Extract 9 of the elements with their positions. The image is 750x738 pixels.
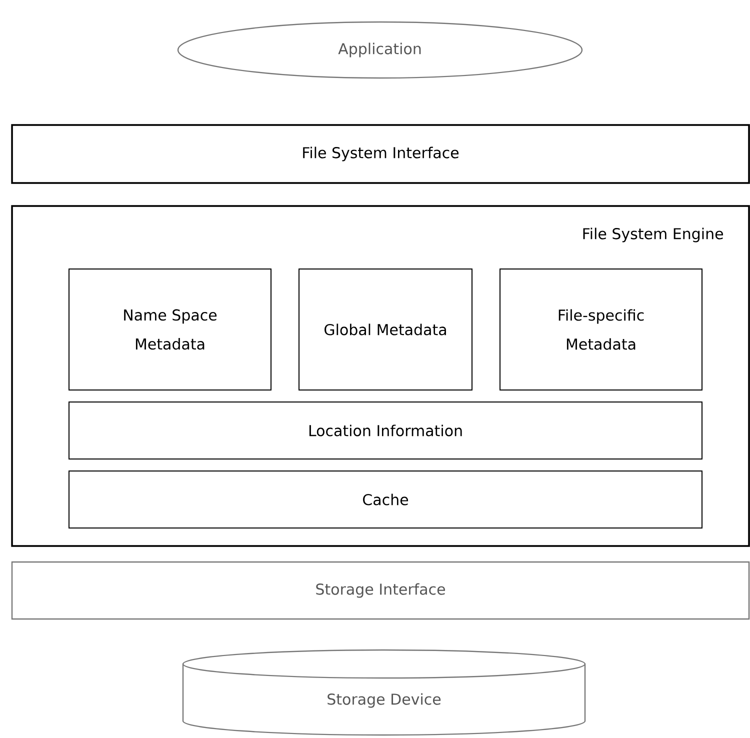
box: Global Metadata [298, 268, 472, 390]
box: File System Interface [11, 124, 750, 184]
box: Name Space Metadata [68, 268, 272, 390]
box: Storage Interface [11, 561, 750, 620]
box: File-specific Metadata [500, 268, 702, 390]
box: Location Information [68, 401, 702, 460]
cylinder: Storage Device [182, 649, 586, 736]
node-label: Storage Device [328, 693, 441, 708]
box: Cache [68, 470, 702, 528]
